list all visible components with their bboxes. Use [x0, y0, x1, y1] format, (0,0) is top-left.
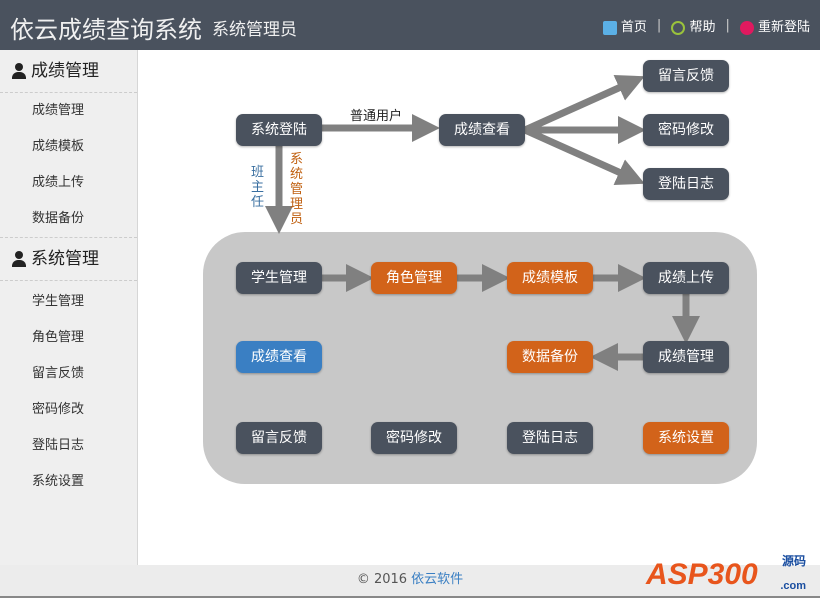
sidebar-section-system[interactable]: 系统管理	[0, 238, 137, 281]
user-icon	[10, 250, 28, 268]
asp300-logo: ASP300 源码 .com	[642, 546, 812, 596]
arrow-view-feedback	[523, 74, 645, 134]
sidebar-item-settings[interactable]: 系统设置	[32, 474, 85, 489]
sidebar-item-grade-upload[interactable]: 成绩上传	[32, 175, 85, 190]
power-icon	[739, 20, 754, 35]
sidebar-item-roles[interactable]: 角色管理	[32, 330, 85, 345]
label-teacher: 班主任	[251, 165, 265, 210]
footer: © 2016 依云软件	[0, 565, 820, 598]
section-title: 系统管理	[31, 248, 99, 269]
node-settings[interactable]: 系统设置	[643, 422, 729, 454]
copyright: © 2016	[356, 572, 408, 587]
label-normal-user: 普通用户	[350, 109, 403, 124]
sidebar: 成绩管理 成绩管理 成绩模板 成绩上传 数据备份 系统管理 学生管理 角色管理 …	[0, 50, 138, 565]
sidebar-item-grade-manage[interactable]: 成绩管理	[32, 103, 85, 118]
sidebar-item-data-backup[interactable]: 数据备份	[32, 211, 85, 226]
company-link[interactable]: 依云软件	[411, 572, 464, 587]
sidebar-item-feedback[interactable]: 留言反馈	[32, 366, 85, 381]
nav-relogin-label: 重新登陆	[757, 20, 810, 35]
sidebar-item-students[interactable]: 学生管理	[32, 294, 85, 309]
header: 依云成绩查询系统 系统管理员 首页 | 帮助 | 重新登陆	[0, 0, 820, 50]
node-grade-manage[interactable]: 成绩管理	[643, 341, 729, 373]
nav-home[interactable]: 首页	[602, 16, 647, 35]
app-title: 依云成绩查询系统	[10, 16, 202, 44]
nav-home-label: 首页	[620, 20, 647, 35]
node-password-2[interactable]: 密码修改	[371, 422, 457, 454]
sidebar-item-password[interactable]: 密码修改	[32, 402, 85, 417]
node-feedback[interactable]: 留言反馈	[643, 60, 729, 92]
sidebar-item-grade-template[interactable]: 成绩模板	[32, 139, 85, 154]
node-feedback-2[interactable]: 留言反馈	[236, 422, 322, 454]
sidebar-group-system: 学生管理 角色管理 留言反馈 密码修改 登陆日志 系统设置	[0, 281, 137, 500]
node-login-log-2[interactable]: 登陆日志	[507, 422, 593, 454]
sidebar-section-grades[interactable]: 成绩管理	[0, 50, 137, 93]
nav-help[interactable]: 帮助	[671, 16, 715, 35]
logo-text: ASP300	[646, 558, 758, 591]
section-title: 成绩管理	[31, 60, 99, 81]
node-grade-upload[interactable]: 成绩上传	[643, 262, 729, 294]
node-login[interactable]: 系统登陆	[236, 114, 322, 146]
logo-sub: 源码	[781, 554, 806, 568]
node-students[interactable]: 学生管理	[236, 262, 322, 294]
node-login-log[interactable]: 登陆日志	[643, 168, 729, 200]
user-role: 系统管理员	[212, 20, 297, 40]
sidebar-item-login-log[interactable]: 登陆日志	[32, 438, 85, 453]
arrow-view-log	[523, 126, 645, 186]
help-icon	[671, 20, 686, 35]
node-view-grades[interactable]: 成绩查看	[439, 114, 525, 146]
node-view-grades-2[interactable]: 成绩查看	[236, 341, 322, 373]
node-data-backup[interactable]: 数据备份	[507, 341, 593, 373]
user-icon	[10, 62, 28, 80]
node-grade-template[interactable]: 成绩模板	[507, 262, 593, 294]
label-admin: 系统管理员	[290, 152, 304, 227]
divider: |	[725, 18, 730, 33]
divider: |	[656, 18, 662, 33]
nav-help-label: 帮助	[689, 20, 716, 35]
node-password[interactable]: 密码修改	[643, 114, 729, 146]
logo-domain: .com	[780, 580, 806, 592]
home-icon	[602, 20, 617, 35]
sidebar-group-grades: 成绩管理 成绩模板 成绩上传 数据备份	[0, 93, 137, 238]
nav-relogin[interactable]: 重新登陆	[739, 16, 810, 35]
top-nav: 首页 | 帮助 | 重新登陆	[602, 16, 810, 35]
node-roles[interactable]: 角色管理	[371, 262, 457, 294]
